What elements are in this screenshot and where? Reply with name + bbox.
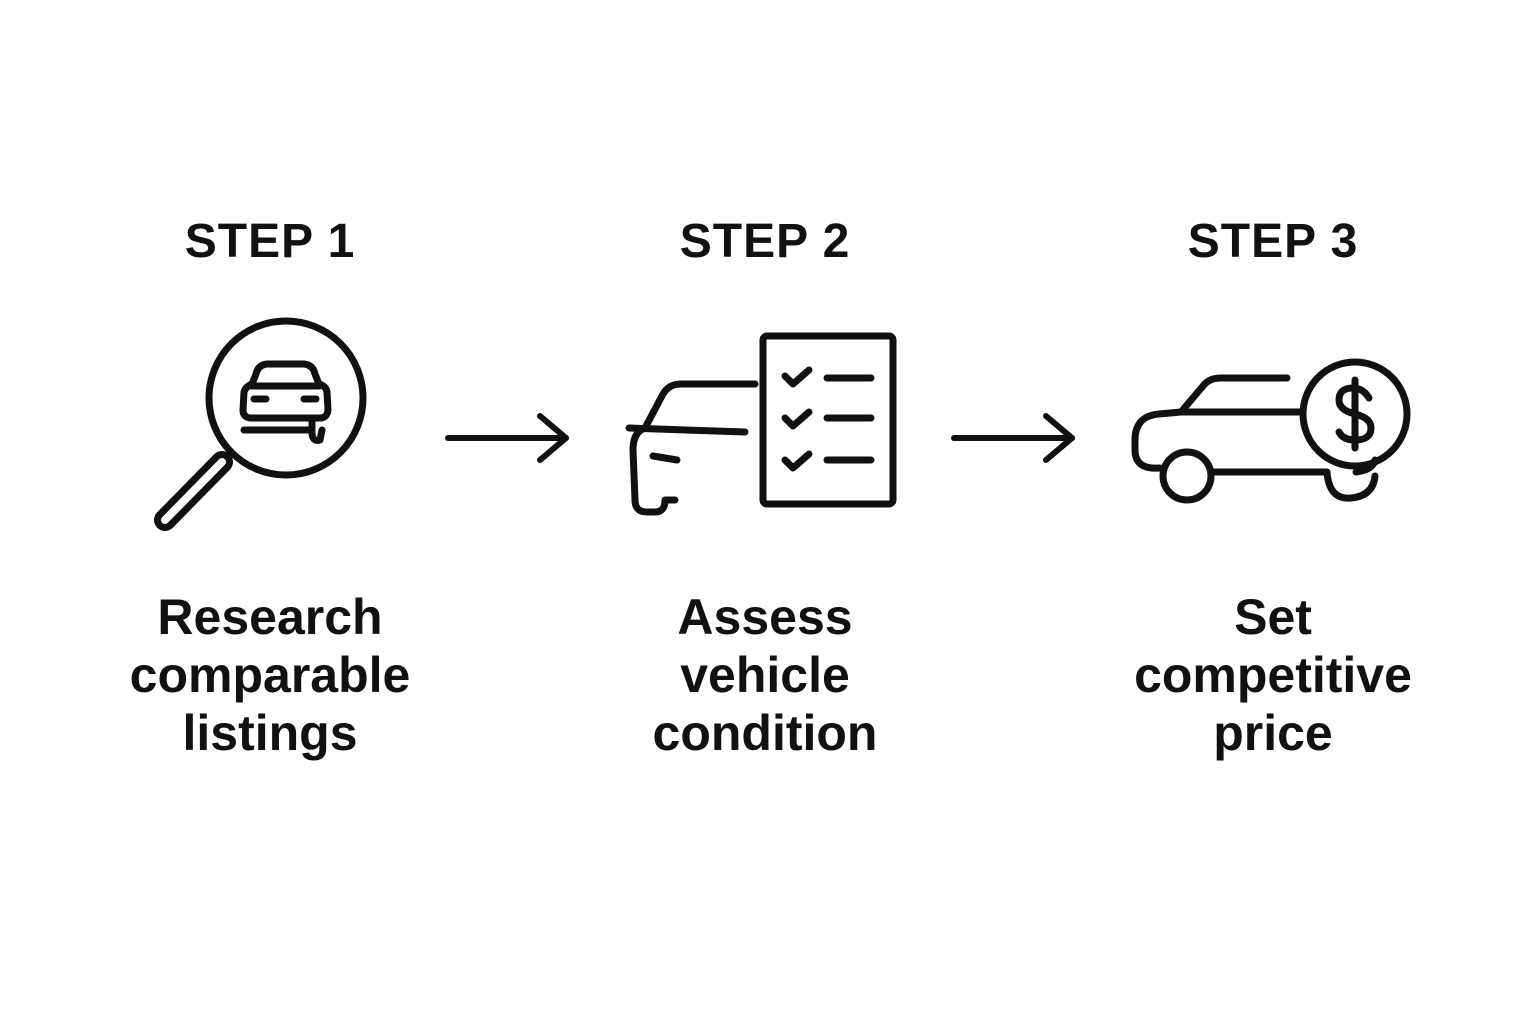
step-title: STEP 3 [1187,215,1359,268]
car-checklist-icon [625,332,897,516]
step-description: Set competitive price [1063,588,1483,762]
step-description: Research comparable listings [60,588,480,762]
step-2: STEP 2 Assess vehicle condition [555,0,975,1024]
arrow-right-icon [951,413,1075,463]
step-description-line: competitive [1134,647,1412,703]
step-description-line: condition [652,705,878,761]
car-search-icon [154,317,367,531]
step-description-line: Assess [677,589,853,645]
step-description-line: Set [1234,589,1312,645]
step-description: Assess vehicle condition [555,588,975,762]
step-description-line: vehicle [680,647,850,703]
step-3: STEP 3 Set competitive price [1063,0,1483,1024]
step-description-line: comparable [129,647,411,703]
step-description-line: listings [182,705,358,761]
step-title: STEP 1 [184,215,356,268]
step-description-line: Research [157,589,383,645]
step-1: STEP 1 Research comparable listings [60,0,480,1024]
car-price-icon [1131,358,1411,504]
step-title: STEP 2 [679,215,851,268]
step-description-line: price [1213,705,1333,761]
arrow-right-icon [445,413,569,463]
